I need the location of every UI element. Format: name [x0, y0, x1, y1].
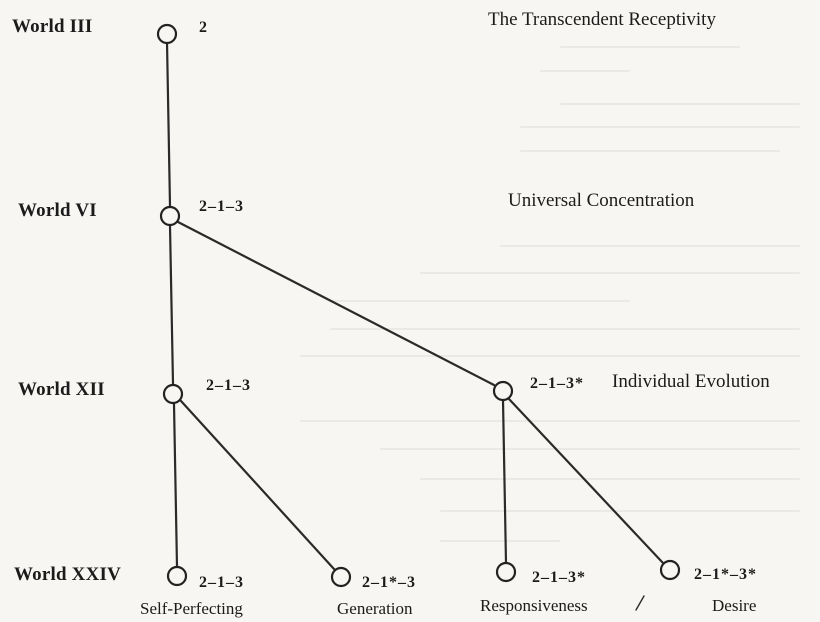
world-iii-code: 2 — [199, 19, 208, 36]
edge-iii-vi — [165, 40, 172, 208]
node-generation — [330, 566, 352, 588]
world-iii-label: World III — [12, 16, 93, 37]
pointer-stroke — [635, 595, 645, 611]
edge-xii-generation — [179, 399, 336, 571]
node-world-xii — [162, 383, 184, 405]
world-xxiv-label: World XXIV — [14, 564, 122, 585]
node-self-perfecting — [166, 565, 188, 587]
node-responsiveness — [495, 561, 517, 583]
edge-xii-selfperfecting — [172, 402, 179, 569]
leaf-self-perfecting-label: Self-Perfecting — [140, 599, 243, 618]
node-desire — [659, 559, 681, 581]
leaf-responsiveness-label: Responsiveness — [480, 596, 588, 615]
node-branch — [492, 380, 514, 402]
world-xii-code: 2–1–3 — [206, 377, 251, 394]
leaf-generation-label: Generation — [337, 599, 413, 618]
world-vi-label: World VI — [18, 200, 97, 221]
node-world-iii — [156, 23, 178, 45]
edge-vi-xii — [168, 224, 175, 386]
world-vi-description: Universal Concentration — [508, 190, 695, 211]
world-xii-label: World XII — [18, 379, 105, 400]
edge-branch-responsiveness — [501, 398, 508, 565]
world-iii-description: The Transcendent Receptivity — [488, 9, 716, 30]
leaf-self-perfecting-code: 2–1–3 — [199, 574, 244, 591]
leaf-desire-code: 2–1*–3* — [694, 566, 757, 583]
branch-description: Individual Evolution — [612, 371, 770, 392]
leaf-responsiveness-code: 2–1–3* — [532, 569, 586, 586]
world-vi-code: 2–1–3 — [199, 198, 244, 215]
branch-code: 2–1–3* — [530, 375, 584, 392]
leaf-desire-label: Desire — [712, 596, 757, 615]
edge-vi-branch — [176, 220, 496, 387]
node-world-vi — [159, 205, 181, 227]
edge-branch-desire — [507, 397, 665, 565]
leaf-generation-code: 2–1*–3 — [362, 574, 416, 591]
